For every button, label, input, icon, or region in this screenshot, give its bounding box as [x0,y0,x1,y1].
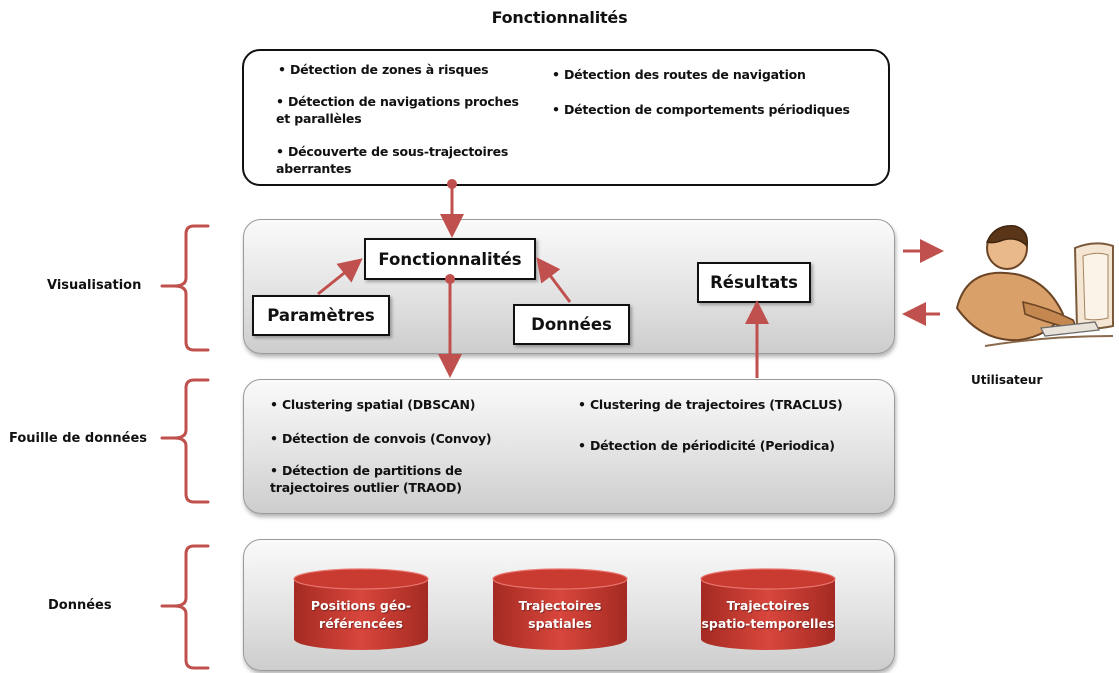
feature-item: Découverte de sous-trajectoires aberrant… [276,143,566,177]
mining-item: Clustering de trajectoires (TRACLUS) [578,396,888,413]
data-store-spatiotemporal: Trajectoires spatio-temporelles [699,567,837,653]
layer-label-visualisation: Visualisation [47,278,142,293]
mining-item: Détection de périodicité (Periodica) [578,437,888,454]
bracket-visualisation [160,224,210,352]
mining-item: Clustering spatial (DBSCAN) [270,396,570,413]
results-box: Résultats [697,262,811,303]
data-store-label: Positions géo- référencées [310,598,412,631]
user-label: Utilisateur [971,373,1043,387]
layer-label-mining: Fouille de données [9,431,148,446]
parameters-box: Paramètres [252,295,390,336]
data-store-label: Trajectoires spatio-temporelles [701,598,835,631]
functions-box: Fonctionnalités [364,238,536,280]
features-box: Détection de zones à risques Détection d… [242,49,890,186]
feature-item: Détection des routes de navigation [552,66,882,83]
data-store-positions: Positions géo- référencées [292,567,430,653]
data-store-label: Trajectoires spatiales [518,598,602,631]
feature-item: Détection de comportements périodiques [552,101,882,118]
data-box: Données [513,304,630,345]
feature-item: Détection de zones à risques [278,61,568,78]
user-icon [945,218,1115,363]
feature-item: Détection de navigations proches et para… [276,93,566,127]
layer-label-data: Données [48,598,112,613]
mining-item: Détection de partitions de trajectoires … [270,462,570,496]
data-store-spatial: Trajectoires spatiales [491,567,629,653]
mining-item: Détection de convois (Convoy) [270,430,570,447]
bracket-mining [160,378,210,504]
bracket-data [160,544,210,670]
page-title: Fonctionnalités [491,8,628,27]
